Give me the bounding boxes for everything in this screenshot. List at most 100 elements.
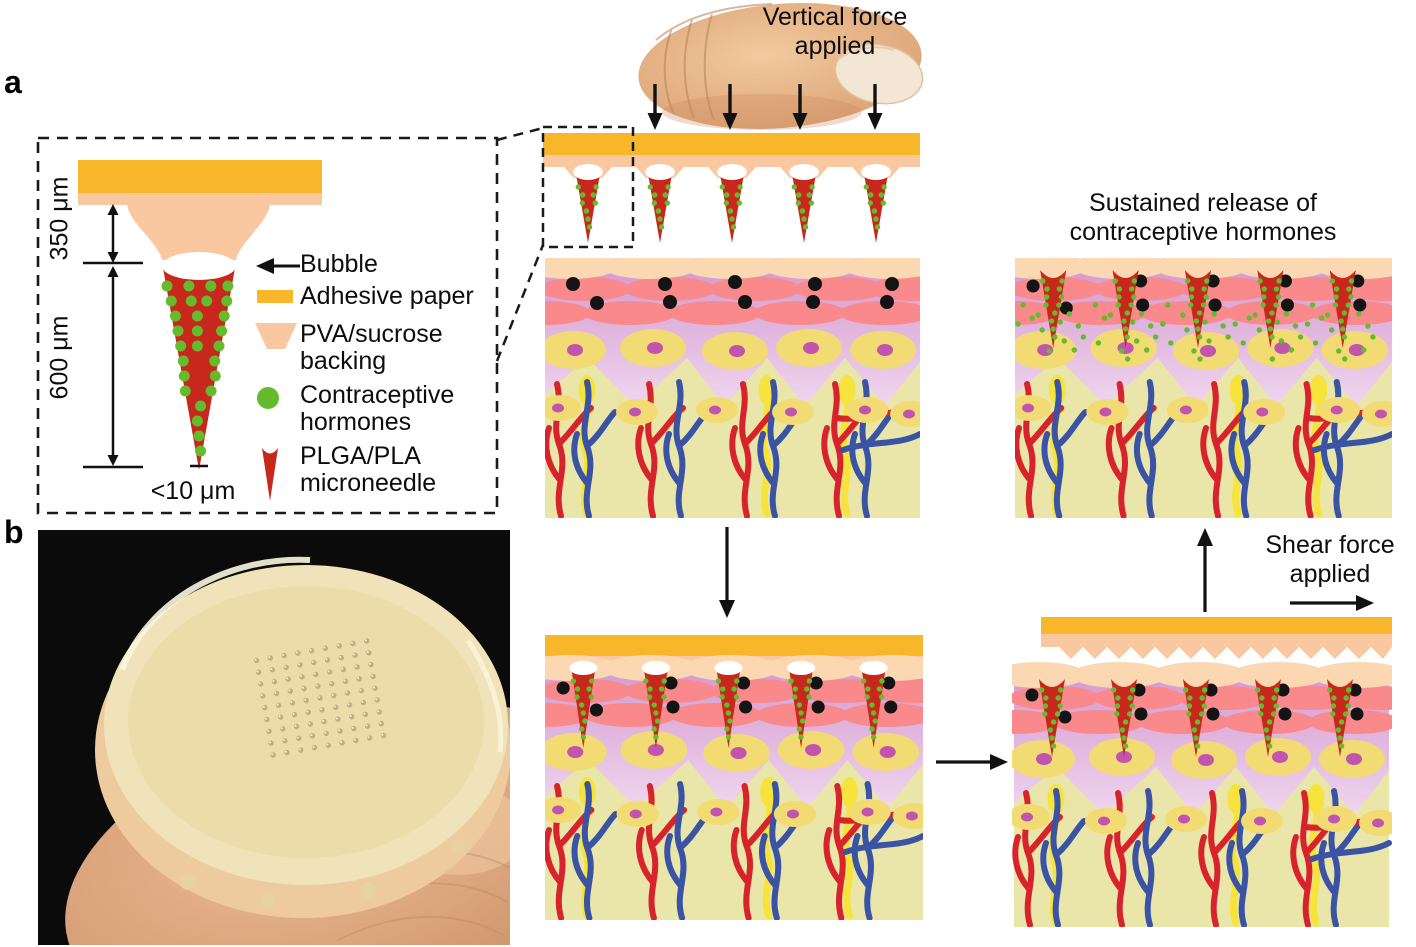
released-hormone-dot	[1080, 334, 1087, 340]
blood-vessel-blue	[1040, 788, 1087, 927]
hair-follicle-bulb	[1307, 784, 1325, 814]
released-hormone-dot	[1252, 312, 1258, 318]
cell-nucleus	[1256, 407, 1269, 417]
cell-nucleus	[1021, 812, 1033, 822]
released-hormone-dot	[1057, 319, 1063, 325]
dimension-needle-length: 600 μm	[45, 315, 74, 400]
released-hormone-dot	[1020, 302, 1026, 308]
released-hormone-dot	[1107, 312, 1114, 318]
thumb-photo	[638, 3, 924, 130]
zoom-connector-lines	[495, 126, 545, 362]
hair-follicle	[1311, 394, 1323, 518]
released-hormone-dot	[1278, 338, 1285, 344]
panel-a-label: a	[4, 64, 22, 100]
shear-force-label: Shear force applied	[1265, 531, 1395, 588]
plga-microneedle	[576, 174, 600, 243]
air-bubble	[789, 164, 819, 180]
cell-nucleus	[552, 805, 565, 815]
epidermis-cell	[624, 277, 716, 301]
stratum-corneum-scallop	[602, 258, 698, 279]
released-hormone-dot	[1148, 323, 1154, 329]
epidermis-cell	[1310, 301, 1392, 325]
cell-nucleus	[1022, 403, 1035, 413]
released-hormone-dot	[1061, 338, 1067, 344]
legend-label-adhesive-paper: Adhesive paper	[300, 282, 474, 310]
legend-swatches	[255, 258, 300, 501]
black-dot	[1278, 274, 1292, 288]
released-hormone-dot	[1292, 323, 1299, 329]
black-dot	[882, 676, 896, 690]
cell-nucleus	[1372, 818, 1384, 828]
microneedle-patch-disc	[95, 556, 510, 918]
released-hormone-dot	[1361, 347, 1367, 353]
released-hormone-dot	[1066, 311, 1073, 317]
pva-backing-with-bubble-sockets	[1041, 634, 1392, 659]
hair-follicle	[1308, 803, 1321, 927]
epidermis-cell	[709, 277, 801, 301]
patch-on-fingertip-photo	[38, 530, 510, 945]
cell-nucleus	[1330, 405, 1343, 415]
cell-nucleus	[1348, 344, 1365, 356]
black-dot	[663, 295, 677, 309]
skin-cross-section-sustained-release	[1015, 258, 1392, 518]
released-hormone-dot	[1269, 356, 1276, 362]
released-hormone-dot	[1075, 323, 1082, 329]
patch-application-diagram	[495, 3, 924, 362]
hair-follicle-bulb	[838, 375, 856, 405]
released-hormone-dot	[1071, 347, 1078, 353]
released-hormone-dot	[1220, 323, 1226, 329]
plga-microneedle	[648, 174, 672, 243]
shear-force-arrow	[1290, 595, 1374, 611]
dimension-marks	[83, 210, 208, 469]
adhesive-paper	[545, 635, 923, 656]
blood-vessel-blue	[571, 781, 619, 920]
cell-nucleus	[879, 746, 896, 758]
cell-nucleus	[861, 807, 874, 817]
cell-nucleus	[1346, 753, 1362, 765]
cell-nucleus	[1198, 754, 1214, 766]
panel-b-label: b	[4, 514, 24, 550]
pva-backing	[78, 193, 322, 205]
black-dot	[728, 275, 742, 289]
released-hormone-dot	[1101, 315, 1108, 321]
released-hormone-dot	[1225, 334, 1231, 340]
microneedle-array	[253, 638, 387, 758]
released-hormone-dot	[1133, 338, 1140, 344]
adhesive-paper	[78, 160, 322, 193]
microneedle-patch	[543, 133, 920, 243]
adhesive-paper	[543, 133, 920, 155]
cell-nucleus	[567, 344, 583, 356]
pva-backing-funnel	[127, 205, 270, 260]
microneedles-embedded	[1015, 270, 1376, 362]
cell-nucleus	[552, 403, 564, 413]
stratum-corneum-scallop	[1012, 662, 1087, 688]
cell-nucleus	[1328, 814, 1340, 824]
released-hormone-dot	[1160, 321, 1166, 327]
epidermis-cell	[584, 301, 676, 325]
cell-nucleus	[710, 807, 723, 817]
released-hormone-dot	[1039, 327, 1045, 333]
black-dot	[1134, 707, 1148, 721]
black-dot	[1276, 683, 1290, 697]
plga-microneedle	[864, 174, 888, 243]
cell-nucleus	[729, 345, 745, 357]
released-hormone-dot	[1206, 338, 1212, 344]
skin-cross-section-needles-inserted	[545, 635, 923, 920]
black-dot	[885, 277, 899, 291]
black-dot	[1353, 298, 1367, 312]
step-arrow-up	[1197, 528, 1213, 612]
cell-nucleus	[1199, 345, 1217, 357]
lifted-patch	[1041, 617, 1392, 659]
released-hormone-dot	[1035, 312, 1041, 318]
pva-backing	[543, 155, 920, 167]
released-hormone-dot	[1232, 321, 1238, 327]
zoom-source-box	[541, 125, 635, 249]
released-hormone-dot	[1197, 356, 1203, 362]
adhesive-paper	[1041, 617, 1392, 634]
microneedle-swatch	[262, 448, 278, 501]
pva-backing-swatch	[255, 323, 297, 349]
released-hormone-dot	[1129, 319, 1136, 325]
black-dot	[811, 700, 825, 714]
stratum-corneum-scallop	[762, 258, 858, 279]
cell-nucleus	[629, 407, 641, 417]
